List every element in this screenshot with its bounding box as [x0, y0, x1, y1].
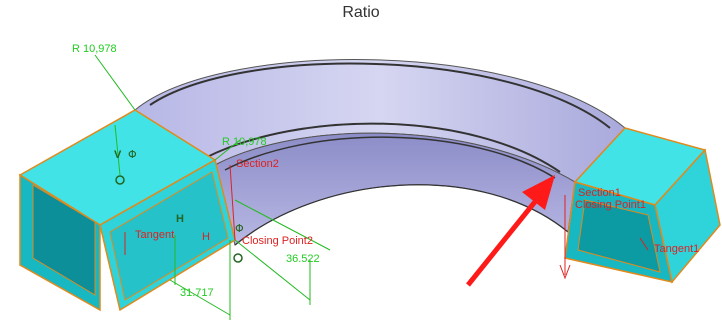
tangent-label-left: Tangent — [135, 229, 174, 241]
radius-label-top: R 10,978 — [72, 43, 117, 55]
red-arrow-indicator — [466, 175, 555, 287]
sweep-edge-line — [149, 62, 611, 129]
dimension-36-label: 36.522 — [286, 253, 320, 265]
section2-label: Section2 — [236, 158, 279, 170]
concentric-constraint-icon — [233, 253, 243, 263]
left-section-box[interactable] — [18, 109, 236, 312]
construction-lines — [94, 54, 331, 320]
right-section-box[interactable] — [564, 127, 721, 284]
h-constraint-label: H — [176, 213, 184, 225]
red-construction-lines — [124, 164, 649, 280]
phi-constraint-icon: Φ — [235, 222, 244, 235]
sweep-edge-line — [204, 122, 561, 173]
figure-title: Ratio — [342, 4, 380, 21]
phi-constraint-icon: Φ — [128, 148, 137, 161]
dimension-left-label: 31.717 — [180, 287, 214, 299]
closing-point2-label: Closing Point2 — [242, 235, 313, 247]
tangent1-label: Tangent1 — [654, 243, 699, 255]
section1-label: Section1 — [578, 187, 621, 199]
radius-label-mid: R 10,978 — [222, 136, 267, 148]
h-constraint-label-2: H — [202, 231, 210, 243]
sweep-edge-line — [224, 136, 556, 179]
concentric-constraint-icon — [115, 175, 125, 185]
closing-point1-label: Closing Point1 — [575, 199, 646, 211]
v-constraint-label: V — [114, 149, 122, 161]
